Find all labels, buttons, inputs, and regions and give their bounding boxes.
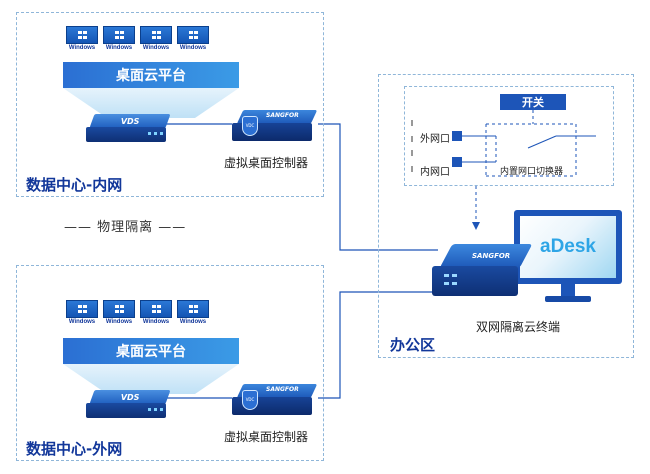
- inner-zone-label: 数据中心-内网: [26, 176, 123, 194]
- inner-uplink-line: [318, 123, 438, 251]
- monitor-stand: [561, 284, 575, 298]
- inner-port-label: 内网口: [420, 167, 450, 178]
- windows-vm-icon: Windows: [103, 26, 135, 52]
- shield-icon: VDC: [242, 390, 258, 410]
- switcher-label: 内置网口切换器: [500, 167, 564, 177]
- windows-vm-icon: Windows: [66, 300, 98, 326]
- desktop-cloud-platform: 桌面云平台: [63, 62, 239, 88]
- inner-datacenter-zone: [16, 12, 324, 197]
- vds-server-icon: VDS: [86, 390, 171, 420]
- controller-caption: 虚拟桌面控制器: [224, 430, 309, 444]
- windows-vm-icon: Windows: [140, 26, 172, 52]
- vdc-controller-icon: SANGFOR VDC: [232, 110, 318, 144]
- windows-vm-icon: Windows: [66, 26, 98, 52]
- windows-vm-icon: Windows: [177, 300, 209, 326]
- cloud-terminal-icon: SANGFOR: [432, 244, 533, 298]
- office-zone-label: 办公区: [390, 336, 436, 354]
- outer-port-label: 外网口: [420, 134, 450, 145]
- monitor-icon: aDesk: [514, 210, 622, 284]
- vdc-controller-icon: SANGFOR VDC: [232, 384, 318, 418]
- outer-port-icon: [452, 131, 462, 141]
- monitor-base: [545, 296, 591, 302]
- windows-vm-icon: Windows: [103, 300, 135, 326]
- controller-caption: 虚拟桌面控制器: [224, 156, 309, 170]
- windows-vm-icon: Windows: [140, 300, 172, 326]
- terminal-caption: 双网隔离云终端: [476, 320, 561, 334]
- outer-zone-label: 数据中心-外网: [26, 440, 123, 458]
- outer-uplink-line: [318, 291, 438, 399]
- vds-server-icon: VDS: [86, 114, 171, 144]
- shield-icon: VDC: [242, 116, 258, 136]
- desktop-cloud-platform: 桌面云平台: [63, 338, 239, 364]
- inner-port-icon: [452, 157, 462, 167]
- windows-vm-icon: Windows: [177, 26, 209, 52]
- switch-title: 开关: [500, 94, 566, 110]
- switch-diagram-box: [404, 86, 614, 186]
- outer-datacenter-zone: [16, 265, 324, 461]
- monitor-text: aDesk: [540, 236, 596, 257]
- office-zone: [378, 74, 634, 358]
- physical-isolation-label: —— 物理隔离 ——: [64, 220, 187, 235]
